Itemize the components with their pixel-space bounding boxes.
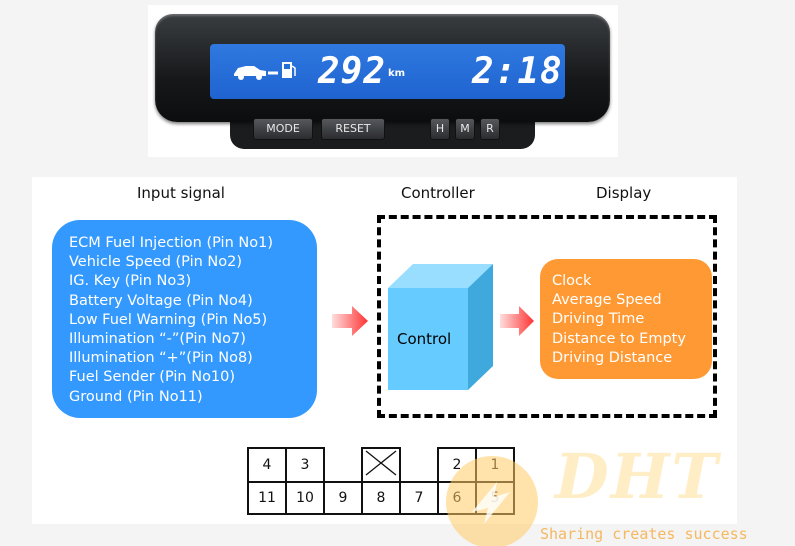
controller-heading: Controller bbox=[401, 184, 475, 202]
pin-8: 8 bbox=[361, 481, 401, 515]
hour-button[interactable]: H bbox=[430, 118, 450, 140]
input-signal-list: ECM Fuel Injection (Pin No1) Vehicle Spe… bbox=[69, 234, 273, 407]
display-item: Distance to Empty bbox=[552, 330, 686, 347]
pin-blank bbox=[324, 448, 362, 483]
pin-4: 4 bbox=[247, 447, 287, 483]
connector-key-cross bbox=[361, 447, 401, 483]
mode-button[interactable]: MODE bbox=[253, 118, 313, 140]
display-item: Average Speed bbox=[552, 292, 662, 309]
input-item: Battery Voltage (Pin No4) bbox=[69, 292, 253, 309]
pin-7: 7 bbox=[399, 481, 439, 515]
car-fuel-icon bbox=[234, 62, 296, 80]
input-item: Illumination “-”(Pin No7) bbox=[69, 331, 246, 348]
display-box: Clock Average Speed Driving Time Distanc… bbox=[540, 259, 712, 379]
arrow-right-icon bbox=[332, 306, 368, 336]
watermark-tagline: Sharing creates success bbox=[540, 525, 748, 543]
pin-10: 10 bbox=[285, 481, 325, 515]
distance-unit: km bbox=[388, 68, 406, 79]
display-item: Driving Distance bbox=[552, 349, 673, 366]
input-item: IG. Key (Pin No3) bbox=[69, 273, 192, 290]
input-signal-heading: Input signal bbox=[137, 184, 225, 202]
input-item: Low Fuel Warning (Pin No5) bbox=[69, 311, 268, 328]
clock-readout: 2:18 bbox=[472, 51, 563, 92]
pin-9: 9 bbox=[323, 481, 363, 515]
input-item: Fuel Sender (Pin No10) bbox=[69, 369, 236, 386]
cross-icon bbox=[365, 450, 397, 476]
arrow-right-icon bbox=[500, 306, 534, 336]
controller-label: Control bbox=[397, 330, 452, 348]
display-item: Clock bbox=[552, 273, 592, 289]
r-button[interactable]: R bbox=[480, 118, 500, 140]
pin-blank bbox=[400, 448, 438, 483]
controller-boundary bbox=[377, 215, 717, 418]
reset-button[interactable]: RESET bbox=[321, 118, 385, 140]
input-item: ECM Fuel Injection (Pin No1) bbox=[69, 235, 273, 251]
watermark-logo bbox=[446, 456, 538, 546]
pin-11: 11 bbox=[247, 481, 287, 515]
display-heading: Display bbox=[596, 184, 652, 202]
input-signal-box: ECM Fuel Injection (Pin No1) Vehicle Spe… bbox=[52, 220, 317, 418]
display-item: Driving Time bbox=[552, 311, 645, 328]
distance-readout: 292 bbox=[318, 51, 387, 92]
input-item: Vehicle Speed (Pin No2) bbox=[69, 254, 243, 271]
input-item: Illumination “+”(Pin No8) bbox=[69, 350, 253, 367]
display-items: Clock Average Speed Driving Time Distanc… bbox=[552, 272, 686, 368]
minute-button[interactable]: M bbox=[455, 118, 475, 140]
input-item: Ground (Pin No11) bbox=[69, 388, 203, 405]
lcd-screen: 292 km 2:18 bbox=[210, 44, 565, 99]
controller-cube bbox=[388, 264, 493, 390]
watermark-dht-text: DHT bbox=[555, 440, 720, 513]
pin-3: 3 bbox=[285, 447, 325, 483]
